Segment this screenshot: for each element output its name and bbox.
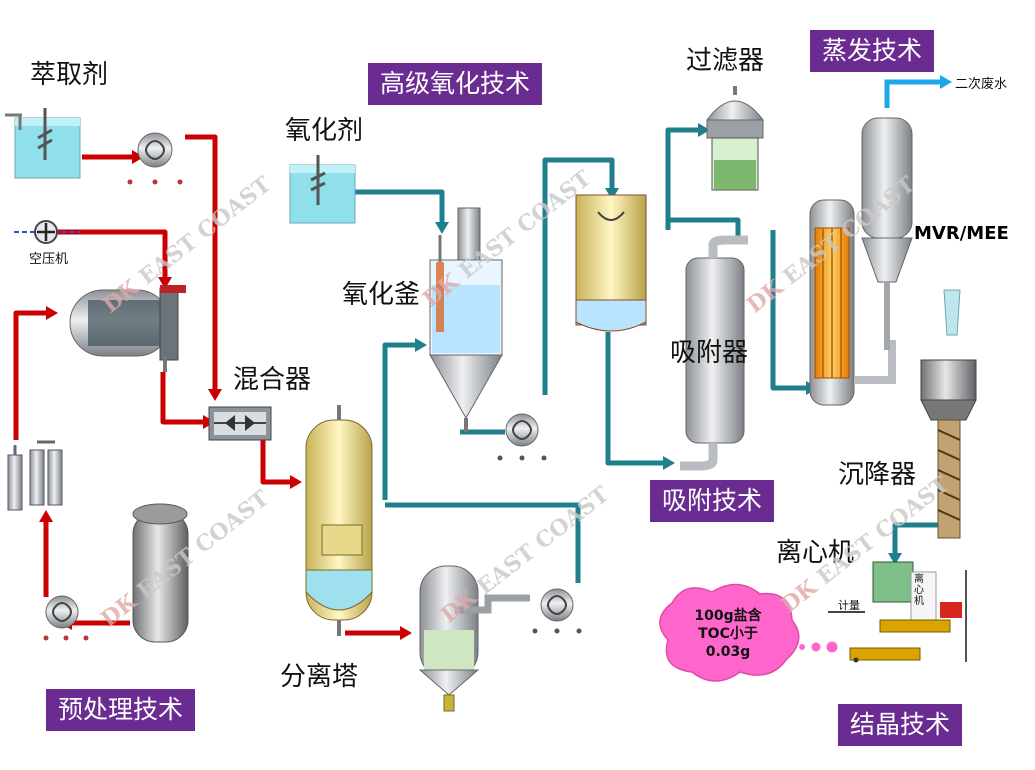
- centrifuge-sign-char-3: 机: [914, 596, 924, 607]
- cloud-note-line-3: 0.03g: [705, 644, 751, 660]
- box-pretreatment: 预处理技术: [46, 689, 196, 731]
- horizontal-heater: [69, 285, 186, 372]
- pipe-adsorber-to-filter: [665, 127, 700, 230]
- toc-note-cloud: [659, 583, 838, 682]
- label-mixer: 混合器: [233, 365, 312, 395]
- teal-pipes: [355, 127, 938, 583]
- pipe-secondary-wastewater: [884, 79, 942, 108]
- oxidant-tank: [289, 155, 356, 224]
- pipe-air-to-heater: [50, 229, 168, 282]
- pipe-pump-to-mixer: [185, 134, 218, 392]
- label-centrifuge-small: 计量: [838, 599, 860, 612]
- pump-1: [127, 132, 183, 185]
- pipe-pump-to-tower: [385, 502, 581, 583]
- pump-2: [497, 413, 547, 461]
- centrifuge-sign: 离 心 机: [914, 574, 928, 607]
- label-centrifuge: 离心机: [776, 538, 855, 568]
- pipe-exchanger-to-heater: [13, 310, 48, 440]
- air-compressor: [14, 220, 80, 244]
- cloud-note-text: 100g盐含 TOC小于 0.03g: [673, 607, 783, 661]
- pipe-tower-to-kettle: [382, 342, 418, 500]
- label-settler: 沉降器: [838, 460, 917, 490]
- label-air-compressor: 空压机: [29, 252, 69, 267]
- heat-exchanger-left: [7, 440, 63, 511]
- oxidation-kettle: [429, 207, 503, 432]
- box-evaporation: 蒸发技术: [810, 30, 935, 72]
- adsorber-vessel: [680, 235, 748, 471]
- pipe-filter-loop: [668, 217, 741, 240]
- red-pipes: [13, 134, 400, 636]
- pipe-mixer-to-tower: [260, 440, 290, 485]
- label-oxidation-kettle: 氧化釜: [342, 280, 421, 310]
- pipe-settler-to-centrifuge: [892, 522, 938, 555]
- label-oxidant: 氧化剂: [285, 116, 364, 146]
- cloud-note-line-2: TOC小于: [698, 626, 758, 642]
- centrifuge-unit: [828, 561, 967, 663]
- box-advanced-oxidation: 高级氧化技术: [368, 63, 543, 105]
- red-arrowheads: [39, 150, 412, 640]
- pipe-pump-to-reactor: [542, 157, 615, 395]
- label-filter: 过滤器: [686, 46, 765, 76]
- gas-liquid-vessel: [418, 565, 530, 712]
- pump-4: [43, 595, 89, 641]
- box-crystallization: 结晶技术: [838, 704, 963, 746]
- pipe-reactor-to-adsorber: [605, 332, 665, 466]
- mixer: [208, 406, 272, 441]
- arrow-secondary-wastewater: [940, 75, 952, 89]
- label-mvr-mee: MVR/MEE: [914, 223, 1009, 244]
- centrifuge-sign-char-2: 心: [914, 585, 924, 596]
- label-adsorber: 吸附器: [670, 338, 749, 368]
- cloud-note-line-1: 100g盐含: [694, 608, 762, 624]
- label-secondary-wastewater: 二次废水: [955, 77, 1008, 92]
- filter-vessel: [706, 86, 764, 191]
- evaporator-separator: [861, 117, 913, 350]
- label-extractant: 萃取剂: [30, 60, 109, 90]
- settler-vessel: [920, 289, 977, 539]
- centrifuge-sign-char-1: 离: [914, 574, 924, 585]
- separation-tower: [305, 405, 373, 636]
- storage-drum: [132, 503, 189, 643]
- pump-3: [532, 588, 582, 634]
- box-adsorption: 吸附技术: [650, 480, 775, 522]
- label-separation-tower: 分离塔: [280, 662, 359, 692]
- reaction-vessel: [575, 194, 647, 332]
- pipe-to-evaporator: [770, 230, 808, 391]
- pipe-heater-to-mixer: [160, 372, 208, 425]
- evaporator-heater: [809, 199, 896, 406]
- extractant-tank: [5, 108, 81, 179]
- pipe-oxidant-to-kettle: [355, 189, 445, 225]
